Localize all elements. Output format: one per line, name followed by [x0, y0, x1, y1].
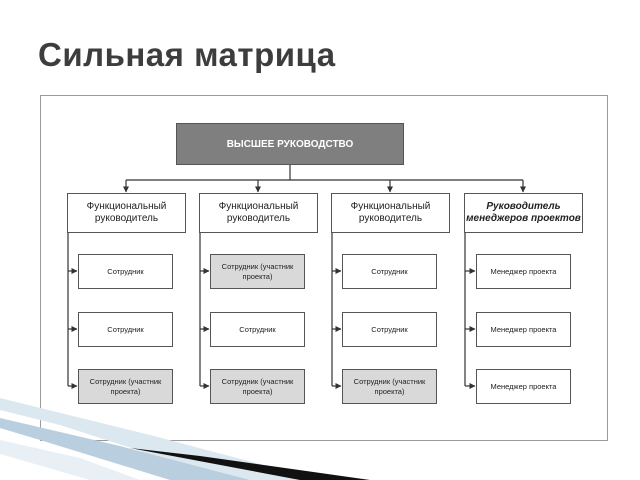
project-member-box: Сотрудник (участник проекта) [78, 369, 173, 404]
employee-box: Сотрудник [78, 312, 173, 347]
employee-box: Сотрудник [342, 254, 437, 289]
employee-box: Сотрудник [342, 312, 437, 347]
slide-title: Сильная матрица [38, 36, 336, 73]
column-head-4: Руководитель менеджеров проектов [464, 193, 583, 233]
top-management-box: ВЫСШЕЕ РУКОВОДСТВО [176, 123, 404, 165]
project-manager-box: Менеджер проекта [476, 369, 571, 404]
project-manager-box: Менеджер проекта [476, 254, 571, 289]
employee-box: Сотрудник [78, 254, 173, 289]
column-head-1: Функциональный руководитель [67, 193, 186, 233]
org-chart-frame: ВЫСШЕЕ РУКОВОДСТВО Функциональный руково… [40, 95, 608, 441]
project-member-box: Сотрудник (участник проекта) [342, 369, 437, 404]
employee-box: Сотрудник [210, 312, 305, 347]
project-member-box: Сотрудник (участник проекта) [210, 254, 305, 289]
project-manager-box: Менеджер проекта [476, 312, 571, 347]
column-head-2: Функциональный руководитель [199, 193, 318, 233]
connector-lines [67, 165, 526, 389]
column-head-3: Функциональный руководитель [331, 193, 450, 233]
project-member-box: Сотрудник (участник проекта) [210, 369, 305, 404]
